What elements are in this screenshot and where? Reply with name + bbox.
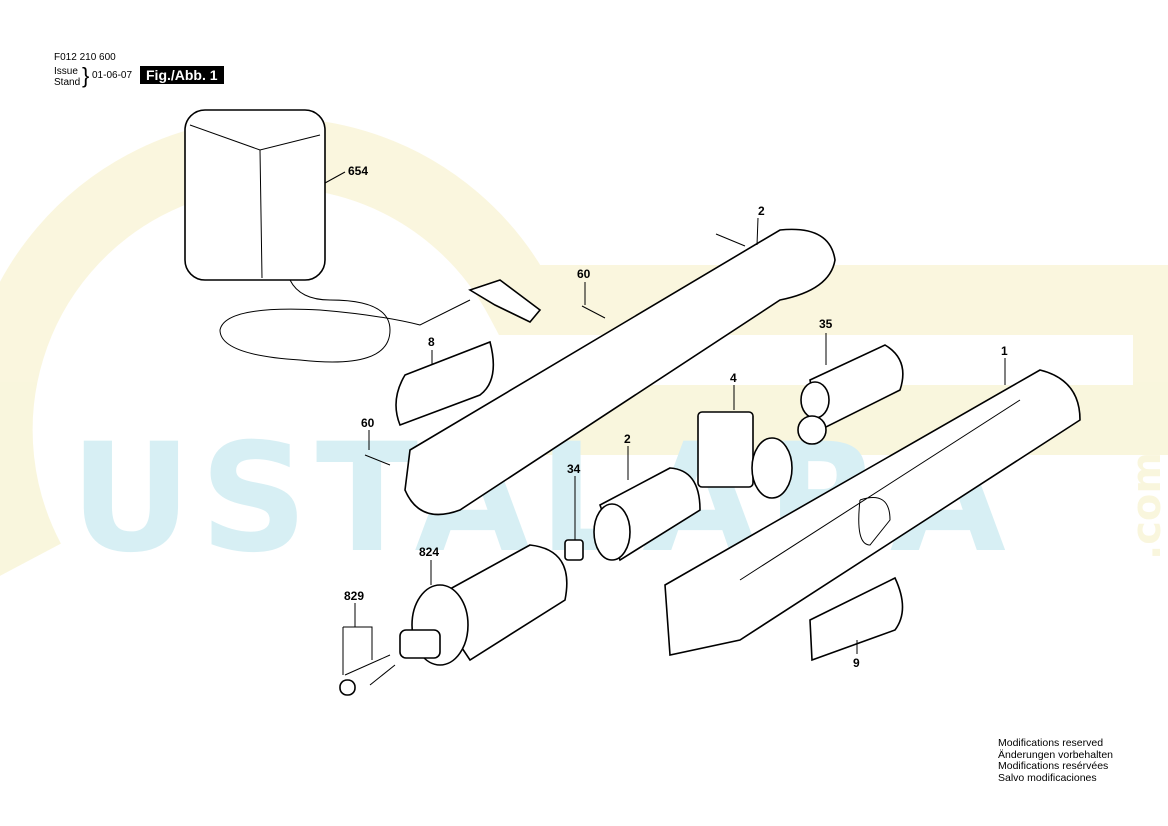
part-label-2-motor: 2: [624, 432, 631, 446]
bit-holder-part: [339, 626, 396, 696]
screw-icon: [581, 305, 606, 319]
part-label-35: 35: [819, 317, 833, 331]
label-plate-part: [395, 340, 495, 427]
battery-part: [797, 344, 904, 445]
motor-part: [593, 467, 701, 562]
nameplate-part: [809, 576, 904, 662]
part-label-1: 1: [1001, 344, 1008, 358]
issue-label-en: Issue: [54, 66, 78, 77]
document-number: F012 210 600: [54, 52, 116, 63]
part-label-824: 824: [419, 545, 439, 559]
part-label-34: 34: [567, 462, 581, 476]
svg-text:.com: .com: [1124, 452, 1168, 560]
modifications-notice: Modifications reserved Änderungen vorbeh…: [998, 737, 1114, 784]
part-label-60-lower: 60: [361, 416, 375, 430]
part-label-60-upper: 60: [577, 267, 591, 281]
charger-part: [184, 109, 542, 363]
part-label-8: 8: [428, 335, 435, 349]
notice-line: Salvo modificaciones: [998, 771, 1097, 784]
part-label-4: 4: [730, 371, 737, 385]
screw-icon: [364, 454, 391, 466]
screw-icon: [715, 233, 746, 247]
part-label-829: 829: [344, 589, 364, 603]
issue-label-de: Stand: [54, 77, 81, 88]
brace: }: [82, 63, 90, 88]
notice-line: Modifications resérvées: [998, 760, 1109, 772]
part-label-9: 9: [853, 656, 860, 670]
housing-part: [664, 369, 1081, 656]
part-label-2-housing: 2: [758, 204, 765, 218]
part-label-654: 654: [348, 164, 368, 178]
notice-line: Änderungen vorbehalten: [998, 748, 1114, 761]
pinion-part: [564, 539, 584, 561]
housing-half-part: [404, 228, 836, 516]
gearbox-part: [399, 544, 568, 666]
figure-label: Fig./Abb. 1: [140, 66, 224, 84]
notice-line: Modifications reserved: [998, 737, 1104, 749]
switch-part: [697, 411, 793, 499]
issue-date: 01-06-07: [92, 70, 133, 81]
